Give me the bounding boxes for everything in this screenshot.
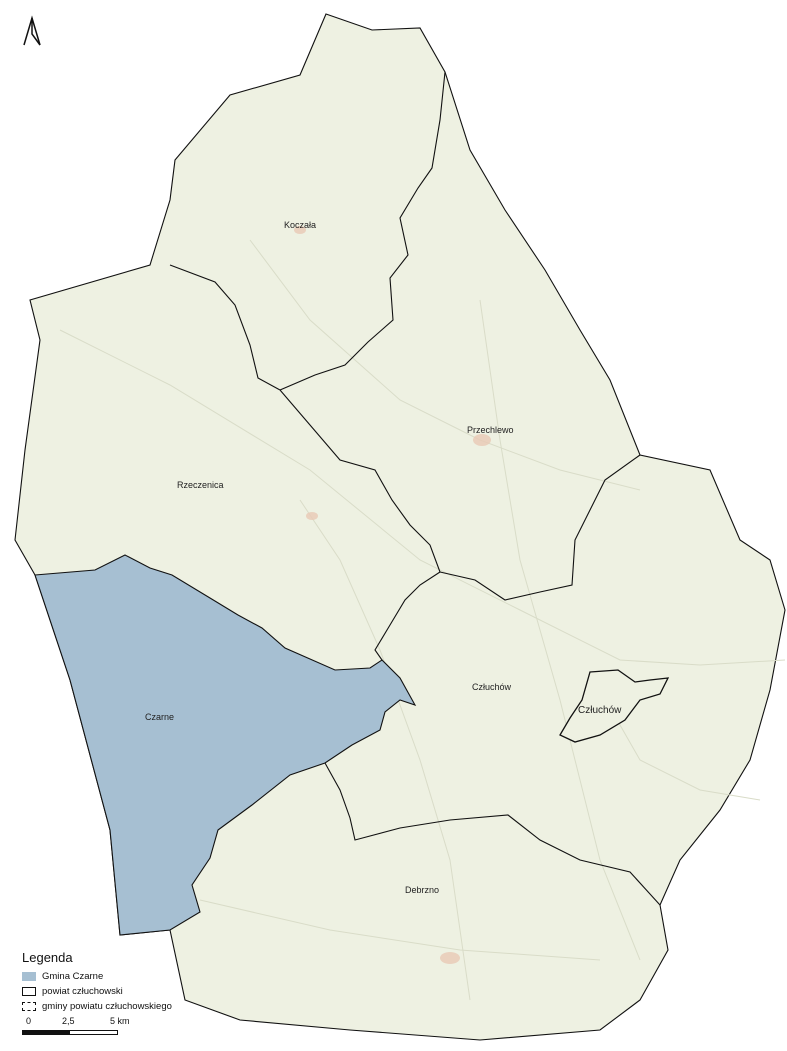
label-przechlewo: Przechlewo xyxy=(467,425,514,435)
legend-swatch-solid xyxy=(22,987,36,996)
label-debrzno: Debrzno xyxy=(405,885,439,895)
scale-label-5km: 5 km xyxy=(110,1016,130,1026)
label-rzeczenica: Rzeczenica xyxy=(177,480,224,490)
legend-item-powiat: powiat człuchowski xyxy=(22,984,282,999)
gmina-boundaries xyxy=(169,71,661,906)
label-czluchow-gmina: Człuchów xyxy=(472,682,512,692)
legend-item-gmina-czarne: Gmina Czarne xyxy=(22,969,282,984)
legend-item-gminy: gminy powiatu człuchowskiego xyxy=(22,999,282,1014)
scale-bar-graphic xyxy=(22,1030,118,1035)
label-czluchow-town: Człuchów xyxy=(578,705,622,716)
legend: Legenda Gmina Czarne powiat człuchowski … xyxy=(22,950,282,1042)
scale-label-0: 0 xyxy=(26,1016,32,1026)
legend-swatch-fill xyxy=(22,972,36,981)
legend-title: Legenda xyxy=(22,950,73,965)
scale-label-2-5: 2,5 xyxy=(62,1016,75,1026)
label-czarne: Czarne xyxy=(145,712,174,722)
czluchow-town-area xyxy=(559,669,670,743)
legend-label: powiat człuchowski xyxy=(42,986,123,997)
label-koczala: Koczała xyxy=(284,220,316,230)
legend-label: Gmina Czarne xyxy=(42,971,104,982)
gmina-czarne-area xyxy=(34,554,417,936)
roads xyxy=(59,239,786,1001)
legend-swatch-dashed xyxy=(22,1002,36,1011)
north-arrow-icon xyxy=(23,15,41,46)
scale-bar: 0 2,5 5 km xyxy=(22,1016,282,1042)
legend-label: gminy powiatu człuchowskiego xyxy=(42,1001,172,1012)
